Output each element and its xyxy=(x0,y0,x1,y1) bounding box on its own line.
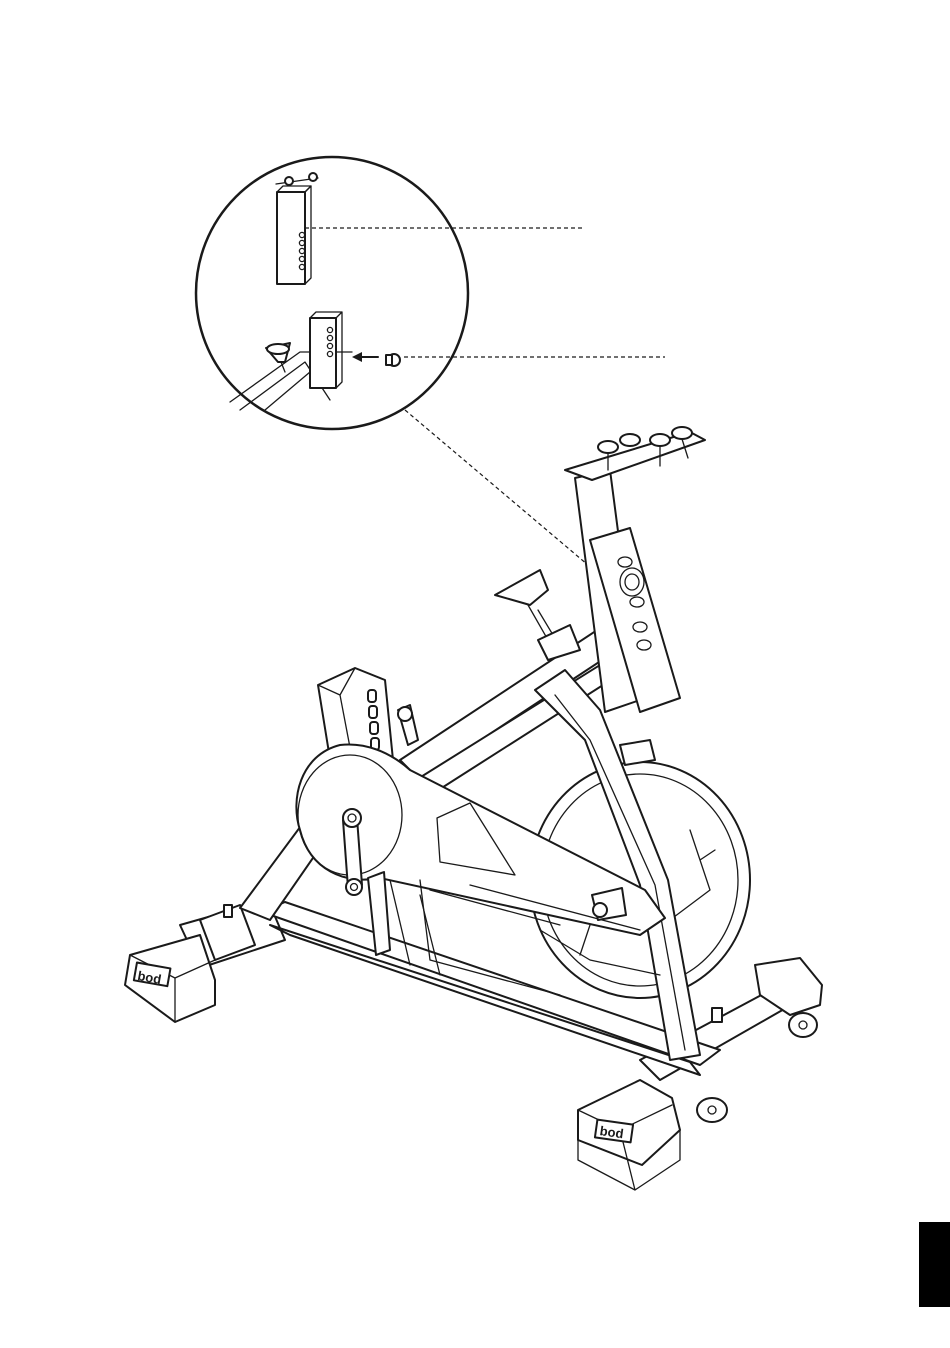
leader-line-to-seat-tube xyxy=(405,410,588,565)
spin-bike: bod bod xyxy=(125,427,822,1190)
detail-zoom-circle xyxy=(196,157,468,429)
page-edge-tab xyxy=(919,1222,950,1307)
seat-stem xyxy=(495,570,580,660)
rear-stabilizer: bod xyxy=(125,900,285,1022)
